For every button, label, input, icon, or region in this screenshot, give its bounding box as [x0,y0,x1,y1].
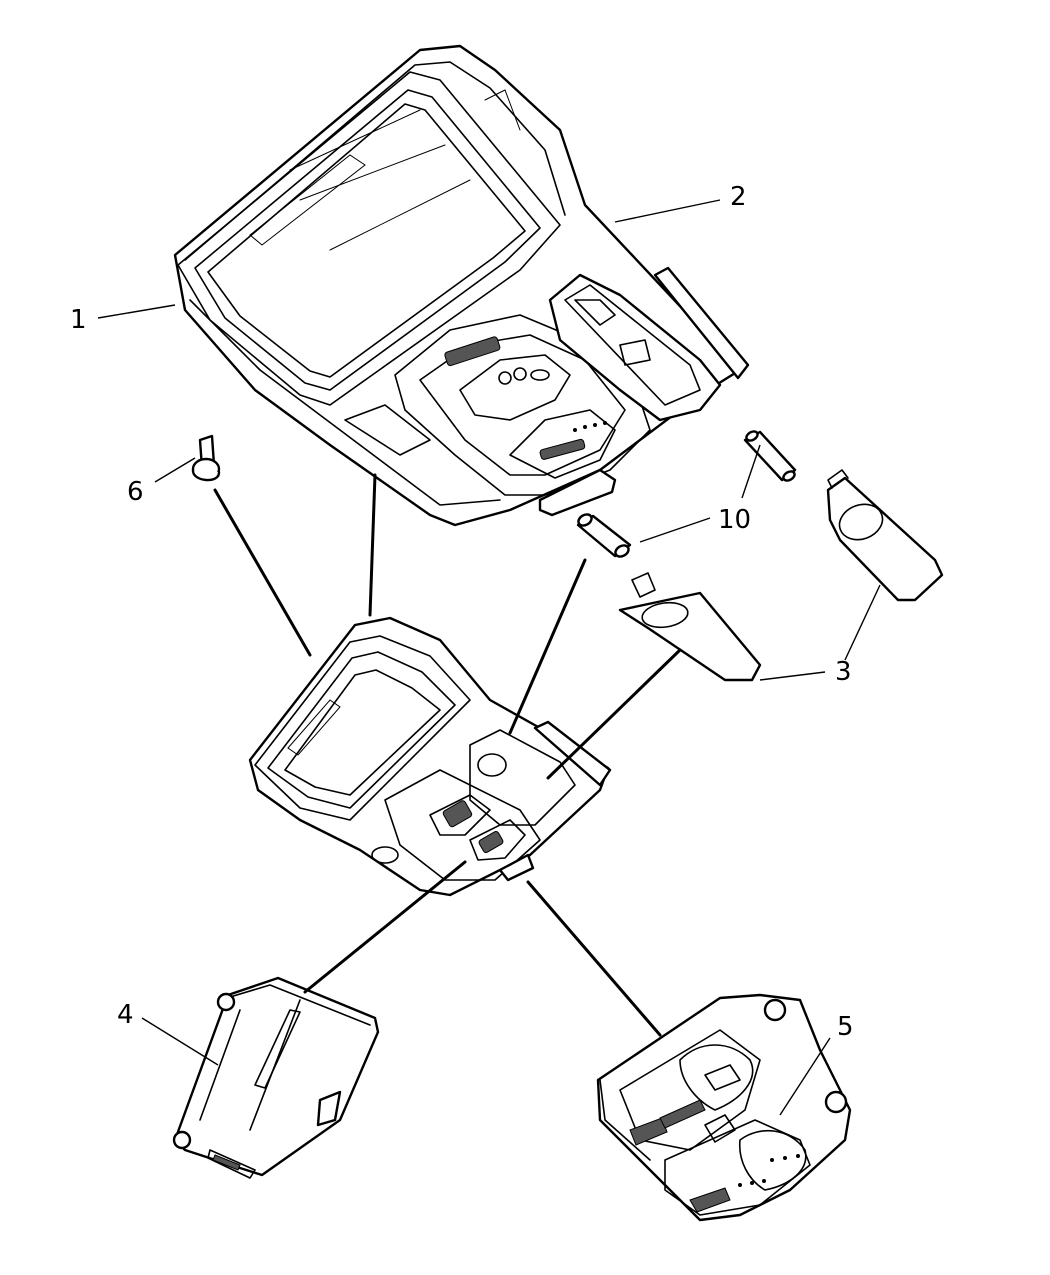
switch-module [596,993,852,1222]
callout-leaders [97,199,881,1116]
overhead-console-housing [173,44,750,527]
bulb-lower [576,513,632,558]
bulb-upper [743,430,797,482]
callout-10: 10 [718,505,751,535]
lamp-lens-right [826,469,944,602]
sunglass-storage-bin [172,976,380,1179]
callout-3: 3 [835,657,852,687]
callout-4: 4 [117,1000,134,1030]
overhead-console-base [248,616,612,897]
callout-1: 1 [70,305,87,335]
lamp-lens-left [618,572,762,682]
callout-labels: 1 2 3 4 5 6 10 [70,182,854,1042]
callout-2: 2 [730,182,747,212]
push-pin-fastener [191,434,221,482]
callout-5: 5 [837,1012,854,1042]
assembly-lines [213,473,682,1037]
callout-6: 6 [127,477,144,507]
